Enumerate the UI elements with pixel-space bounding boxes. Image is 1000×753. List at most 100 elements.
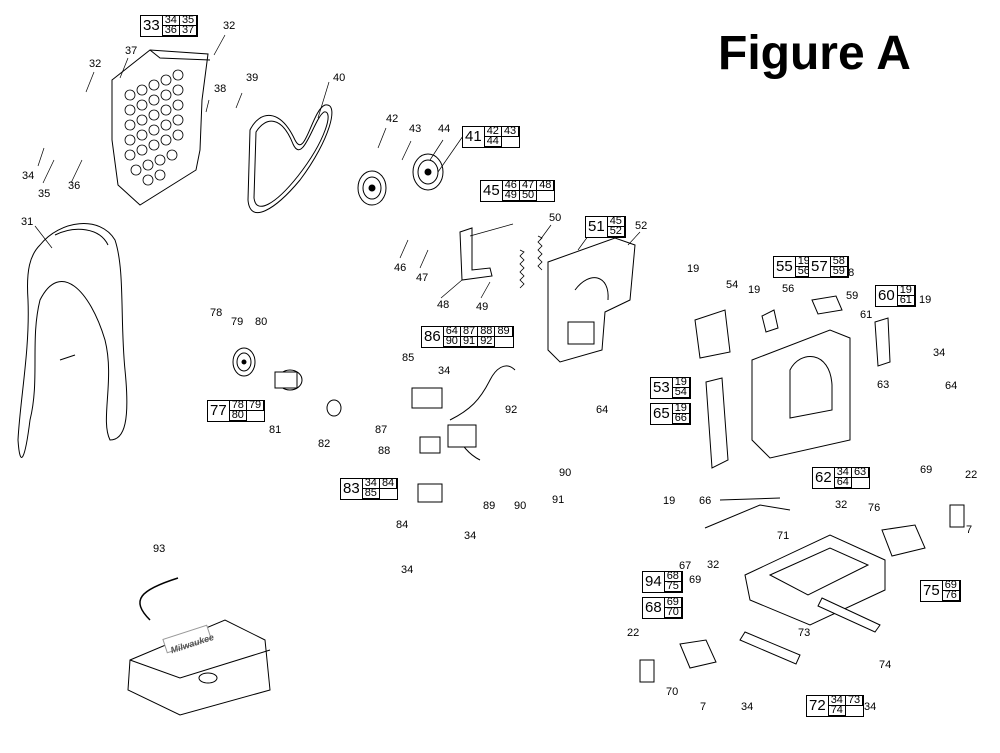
ref-sub: 63 (851, 467, 870, 478)
base-tray-part (744, 534, 886, 626)
plate-54-part (694, 309, 731, 359)
callout-67: 67 (679, 560, 692, 572)
callout-31: 31 (21, 216, 34, 228)
ref-sub: 50 (519, 190, 538, 201)
ref-sub: 58 (830, 256, 848, 267)
callout-32c: 32 (835, 499, 848, 511)
callout-63: 63 (877, 379, 890, 391)
ref-sub: 34 (362, 478, 380, 489)
callout-36: 36 (68, 180, 81, 192)
ref-sub: 84 (379, 478, 398, 489)
ref-box-main: 60 (876, 286, 898, 306)
callout-32: 32 (223, 20, 236, 32)
callout-74: 74 (879, 659, 892, 671)
wiring-harness-part (411, 365, 516, 461)
callout-32d: 32 (707, 559, 720, 571)
ref-sub: 89 (495, 326, 513, 337)
callout-70: 70 (666, 686, 679, 698)
callout-44: 44 (438, 123, 451, 135)
ref-box-main: 72 (807, 696, 829, 716)
callout-92: 92 (505, 404, 518, 416)
ref-box-main: 62 (813, 468, 835, 488)
callout-90b: 90 (559, 467, 572, 479)
ref-box-main: 53 (651, 378, 673, 398)
callout-76: 76 (868, 502, 881, 514)
callout-84: 84 (396, 519, 409, 531)
ref-box-main: 75 (921, 581, 943, 601)
ref-box-main: 94 (643, 572, 665, 592)
ref-box-main: 86 (422, 327, 444, 347)
ref-sub: 70 (664, 607, 682, 618)
motor-part (274, 369, 342, 417)
ref-sub: 64 (443, 326, 461, 337)
callout-71: 71 (777, 530, 790, 542)
callout-59: 59 (846, 290, 859, 302)
callout-7b: 7 (700, 701, 707, 713)
callout-34d: 34 (741, 701, 754, 713)
ref-box-main: 83 (341, 479, 363, 499)
callout-80: 80 (255, 316, 268, 328)
figure-title: Figure A (718, 27, 911, 80)
callout-38: 38 (214, 83, 227, 95)
callout-42: 42 (386, 113, 399, 125)
callout-64b: 64 (945, 380, 958, 392)
ref-box-main: 33 (141, 16, 163, 36)
callout-43: 43 (409, 123, 422, 135)
ref-sub: 68 (664, 571, 682, 582)
harness-part (17, 223, 128, 458)
callout-79: 79 (231, 316, 244, 328)
callout-19b: 19 (748, 284, 761, 296)
callout-7a: 7 (966, 524, 973, 536)
switch-part (417, 483, 443, 503)
main-housing-part (751, 329, 851, 459)
ref-sub: 87 (460, 326, 479, 337)
ref-sub: 69 (942, 580, 960, 591)
ref-sub: 42 (484, 126, 502, 137)
ref-box-main: 68 (643, 598, 665, 618)
ref-sub: 64 (834, 477, 852, 488)
ref-sub: 19 (897, 285, 915, 296)
ref-sub: 34 (162, 15, 180, 26)
callout-73: 73 (798, 627, 811, 639)
ref-box-main: 51 (586, 217, 608, 237)
rear-panel-part (111, 49, 211, 206)
callout-54: 54 (726, 279, 739, 291)
ref-sub: 74 (828, 705, 846, 716)
callout-56: 56 (782, 283, 795, 295)
ref-sub: 48 (537, 180, 555, 191)
callout-35: 35 (38, 188, 51, 200)
ref-sub: 35 (179, 15, 198, 26)
callout-89: 89 (483, 500, 496, 512)
ref-box-main: 77 (208, 401, 230, 421)
ref-box-main: 57 (809, 257, 831, 277)
ref-sub: 61 (897, 295, 915, 306)
ref-sub: 90 (443, 336, 461, 347)
ref-sub: 80 (229, 410, 247, 421)
ref-sub: 92 (478, 336, 496, 347)
ref-box-main: 65 (651, 404, 673, 424)
ref-sub: 73 (845, 695, 864, 706)
ref-sub: 47 (519, 180, 538, 191)
callout-32b: 32 (89, 58, 102, 70)
callout-87: 87 (375, 424, 388, 436)
callout-52: 52 (635, 220, 648, 232)
callout-78: 78 (210, 307, 223, 319)
callout-34c: 34 (933, 347, 946, 359)
callout-19d: 19 (663, 495, 676, 507)
callout-69a: 69 (920, 464, 933, 476)
callout-69b: 69 (689, 574, 702, 586)
callout-19a: 19 (687, 263, 700, 275)
callout-48: 48 (437, 299, 450, 311)
